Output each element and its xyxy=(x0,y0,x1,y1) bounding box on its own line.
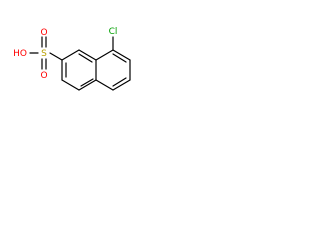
bond-c6-c1 xyxy=(78,49,97,61)
bond-c3-c4 xyxy=(61,79,80,91)
double-bond-left-3 xyxy=(78,53,93,63)
bond-r4 xyxy=(112,79,131,91)
naphthalene-right-ring xyxy=(95,49,131,91)
naphthalene-left-ring xyxy=(61,49,97,91)
bond-c-s xyxy=(49,52,63,61)
oxygen-top-label: O xyxy=(40,28,47,38)
bond-r5 xyxy=(95,79,114,91)
bond-r2 xyxy=(112,49,131,61)
sulfur-label: S xyxy=(41,49,47,59)
bond-c1-c2 xyxy=(61,49,80,61)
double-bond-right-1 xyxy=(112,53,127,63)
double-bond-right-2 xyxy=(112,77,127,87)
oxygen-bottom-label: O xyxy=(40,71,47,81)
chlorine-label: Cl xyxy=(109,27,118,37)
double-bond-left-2 xyxy=(80,78,94,87)
chemical-structure: Cl S O O HO xyxy=(13,27,131,91)
bond-r1 xyxy=(95,49,114,61)
hydroxyl-label: HO xyxy=(13,49,27,59)
bond-c4-c5 xyxy=(78,79,97,91)
